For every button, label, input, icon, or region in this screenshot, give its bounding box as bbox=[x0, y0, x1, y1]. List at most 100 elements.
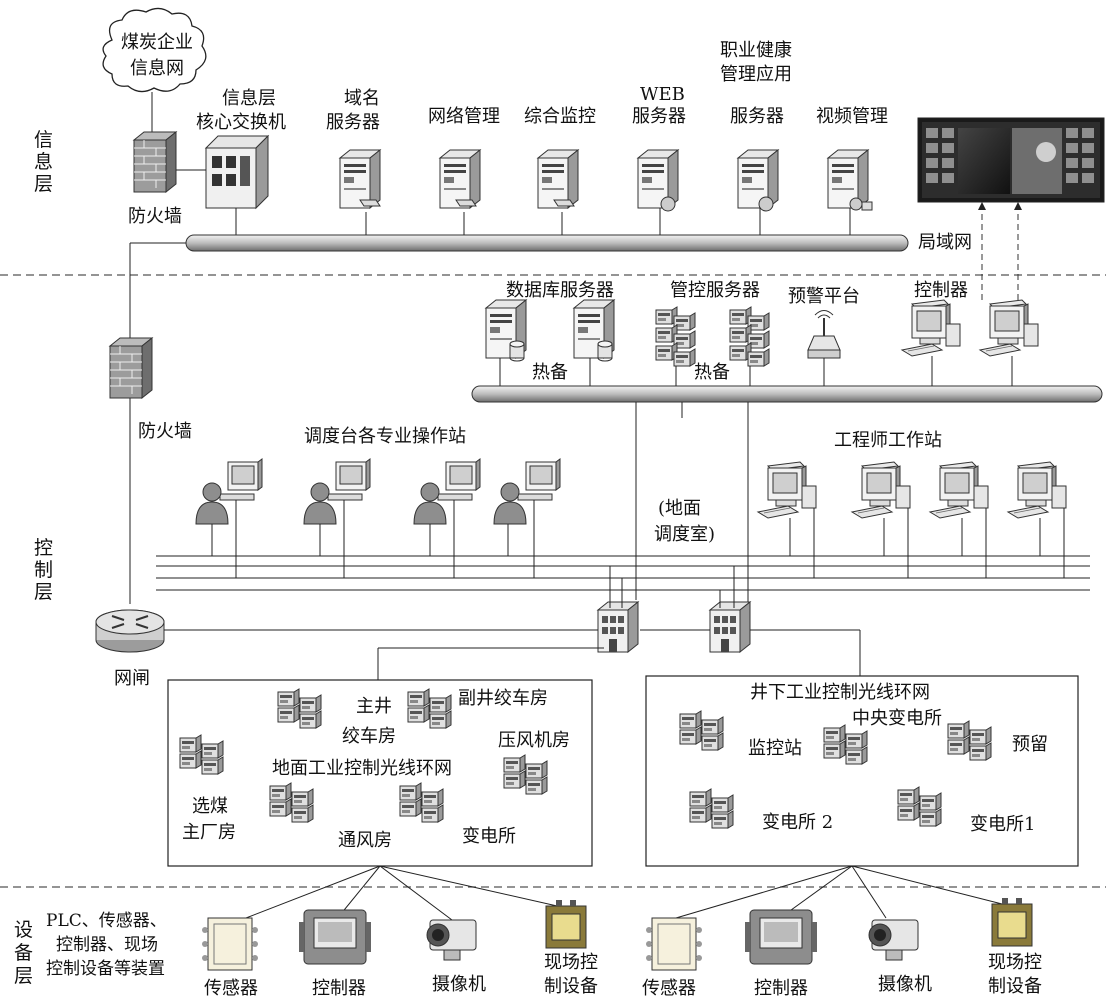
field-device-left bbox=[546, 900, 586, 948]
core-switch-label-line1: 信息层 bbox=[222, 88, 276, 109]
rack-coal-prep bbox=[180, 735, 223, 774]
rack-main-shaft bbox=[278, 689, 321, 728]
camera-right bbox=[869, 920, 918, 960]
underground-ring-box bbox=[646, 676, 1078, 866]
firewall-mid-label: 防火墙 bbox=[138, 421, 192, 442]
layer-label-control: 控 制 层 bbox=[34, 537, 53, 603]
server-dns-label-line2: 服务器 bbox=[326, 112, 380, 133]
server-web-label-line1: WEB bbox=[640, 84, 685, 105]
engineer-stations-label: 工程师工作站 bbox=[834, 430, 942, 451]
core-switch-label-line2: 核心交换机 bbox=[196, 112, 286, 133]
svg-text:设: 设 bbox=[14, 919, 33, 941]
dispatch-stations-label: 调度台各专业操作站 bbox=[304, 426, 466, 447]
rack-substation2 bbox=[690, 789, 733, 828]
central-substation-label: 中央变电所 bbox=[852, 708, 942, 729]
operator-station-3 bbox=[414, 459, 480, 524]
substation2-label: 变电所 2 bbox=[762, 812, 833, 833]
mgmt-server-1 bbox=[656, 307, 695, 386]
rack-aux-shaft bbox=[408, 689, 451, 728]
rack-ventilation bbox=[270, 783, 313, 822]
camera-left bbox=[427, 920, 476, 960]
layer-label-info: 信 息 层 bbox=[34, 129, 53, 195]
svg-text:层: 层 bbox=[34, 173, 53, 195]
firewall-icon bbox=[134, 132, 176, 192]
rack-compressor bbox=[504, 755, 547, 794]
device-right-camera-label: 摄像机 bbox=[878, 974, 932, 995]
device-left-sensor-label: 传感器 bbox=[204, 978, 258, 997]
svg-text:层: 层 bbox=[34, 581, 53, 603]
device-right-controller-label: 控制器 bbox=[754, 978, 808, 997]
device-desc-line3: 控制设备等装置 bbox=[46, 959, 165, 979]
db-server-2 bbox=[574, 300, 614, 386]
device-left-field-label-line2: 制设备 bbox=[544, 976, 598, 997]
alarm-platform-icon bbox=[808, 311, 840, 387]
device-left-camera-label: 摄像机 bbox=[432, 974, 486, 995]
sensor-box-left bbox=[202, 918, 258, 970]
video-wall-links bbox=[982, 204, 1018, 300]
server-integrated-monitoring-label: 综合监控 bbox=[524, 106, 596, 127]
substation1-label: 变电所1 bbox=[970, 814, 1035, 835]
alarm-platform-label: 预警平台 bbox=[788, 286, 860, 307]
server-health-label-line2: 管理应用 bbox=[720, 64, 792, 85]
server-health-label-line1: 职业健康 bbox=[720, 40, 792, 61]
controller-box-left bbox=[299, 910, 371, 964]
monitor-station-label: 监控站 bbox=[748, 738, 802, 759]
aux-shaft-label: 副井绞车房 bbox=[458, 688, 548, 709]
core-switch-icon bbox=[206, 136, 268, 208]
server-network-mgmt-label: 网络管理 bbox=[428, 106, 500, 127]
control-triple-bus bbox=[156, 556, 1090, 590]
firewall-top-label: 防火墙 bbox=[128, 206, 182, 227]
surface-ring-title: 地面工业控制光线环网 bbox=[272, 758, 452, 779]
mgmt-server-2 bbox=[730, 307, 769, 386]
compressor-label: 压风机房 bbox=[498, 730, 570, 751]
gateway-label: 网闸 bbox=[114, 668, 150, 689]
control-room-label-line2: 调度室) bbox=[654, 524, 715, 545]
server-health-label-line3: 服务器 bbox=[730, 106, 784, 127]
main-shaft-label-line1: 主井 bbox=[356, 696, 392, 717]
coal-prep-label-line2: 主厂房 bbox=[182, 822, 236, 843]
video-wall-icon bbox=[918, 118, 1104, 202]
surface-substation-label: 变电所 bbox=[462, 826, 516, 847]
device-desc-line1: PLC、传感器、 bbox=[46, 911, 167, 931]
server-video-mgmt bbox=[828, 150, 872, 235]
controller-label: 控制器 bbox=[914, 280, 968, 301]
device-right-field-label-line1: 现场控 bbox=[988, 952, 1042, 973]
layer-label-device: 设 备 层 bbox=[14, 919, 33, 987]
coal-prep-label-line1: 选煤 bbox=[192, 796, 228, 817]
server-video-mgmt-label: 视频管理 bbox=[816, 106, 888, 127]
gateway-router-icon bbox=[96, 610, 164, 652]
rack-substation1 bbox=[898, 787, 941, 826]
mgmt-server-label: 管控服务器 bbox=[670, 280, 760, 301]
underground-ring-title: 井下工业控制光线环网 bbox=[750, 682, 930, 703]
engineer-pc-1 bbox=[758, 462, 816, 518]
device-desc-line2: 控制器、现场 bbox=[56, 935, 158, 955]
svg-text:备: 备 bbox=[14, 942, 33, 964]
operator-station-4 bbox=[494, 459, 560, 524]
device-left-controller-label: 控制器 bbox=[312, 978, 366, 997]
server-web-label-line2: 服务器 bbox=[632, 106, 686, 127]
db-server-1 bbox=[486, 300, 526, 386]
control-room-label-line1: (地面 bbox=[658, 498, 701, 519]
rack-central-substation bbox=[824, 725, 867, 764]
cloud-label-line2: 信息网 bbox=[130, 58, 184, 79]
server-dns bbox=[340, 150, 380, 235]
hot-standby-label-1: 热备 bbox=[532, 362, 568, 383]
svg-text:信: 信 bbox=[34, 129, 53, 151]
server-network-mgmt bbox=[440, 150, 480, 235]
device-right-field-label-line2: 制设备 bbox=[988, 976, 1042, 997]
controller-pc-1 bbox=[902, 300, 960, 386]
reserved-label: 预留 bbox=[1012, 734, 1048, 755]
server-dns-label-line1: 域名 bbox=[344, 88, 380, 109]
info-lan-bus bbox=[186, 235, 908, 251]
svg-text:层: 层 bbox=[14, 965, 33, 987]
control-lan-bus bbox=[472, 386, 1102, 402]
rack-monitor-station bbox=[680, 711, 723, 750]
engineer-pc-3 bbox=[930, 462, 988, 518]
cloud-label-line1: 煤炭企业 bbox=[121, 32, 193, 53]
lan-label: 局域网 bbox=[918, 232, 972, 253]
rack-reserved bbox=[948, 721, 991, 760]
sensor-box-right bbox=[646, 918, 702, 970]
rack-substation bbox=[400, 783, 443, 822]
